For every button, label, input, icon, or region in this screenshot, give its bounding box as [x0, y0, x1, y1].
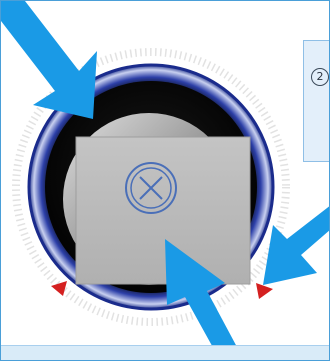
callout-box: 2: [303, 40, 330, 162]
footer-band: [1, 345, 329, 360]
callout-number: 2: [311, 68, 329, 86]
right-arrow-pointer-icon: [263, 205, 330, 285]
left-triangle-marker-icon: [51, 281, 67, 296]
right-triangle-marker-icon: [256, 283, 273, 299]
top-left-arrow-pointer-icon: [1, 1, 97, 119]
